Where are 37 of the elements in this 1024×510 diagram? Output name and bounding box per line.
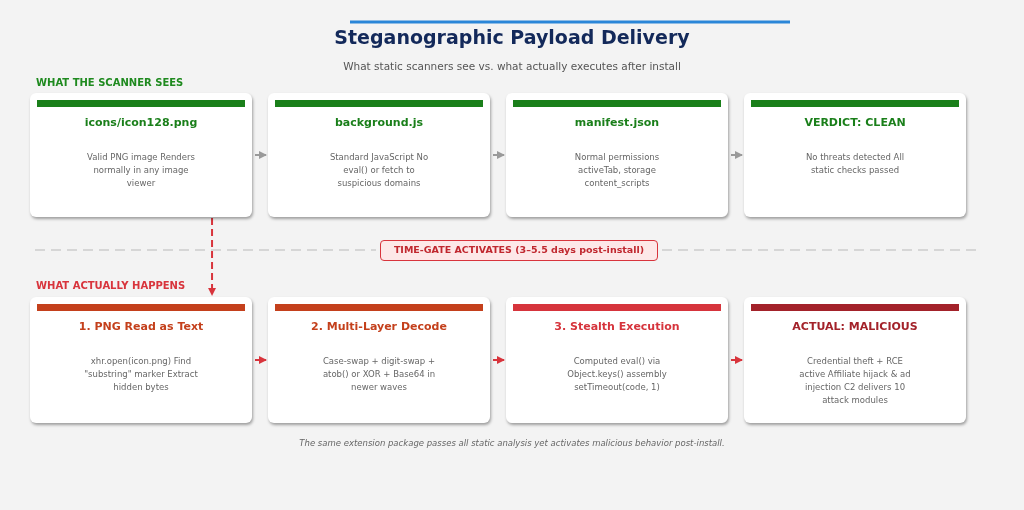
- arrow: [492, 356, 505, 364]
- arrow: [492, 151, 505, 159]
- card-title: icons/icon128.png: [83, 116, 199, 129]
- step-card: [506, 93, 728, 217]
- card-title: 3. Stealth Execution: [553, 320, 681, 333]
- arrow: [208, 217, 217, 296]
- card-title: VERDICT: CLEAN: [803, 116, 907, 129]
- arrow: [730, 151, 743, 159]
- card-description: Case-swap + digit-swap + atob() or XOR + Base64 in newer waves: [321, 355, 437, 394]
- section-heading: WHAT THE SCANNER SEES: [36, 77, 185, 88]
- card-description: Normal permissions activeTab, storage content_scripts: [573, 151, 661, 190]
- subtitle: What static scanners see vs. what actually executes after install: [342, 60, 682, 72]
- step-card: [744, 93, 966, 217]
- arrow: [254, 356, 267, 364]
- card-description: Computed eval() via Object.keys() assembly setTimeout(code, 1): [566, 355, 668, 394]
- card-title: 1. PNG Read as Text: [77, 320, 205, 333]
- step-card: [506, 297, 728, 423]
- step-card: [268, 93, 490, 217]
- diagram-title: Steganographic Payload Delivery: [333, 26, 691, 48]
- section-heading: WHAT ACTUALLY HAPPENS: [36, 280, 187, 291]
- card-title: 2. Multi-Layer Decode: [310, 320, 448, 333]
- card-title: ACTUAL: MALICIOUS: [791, 320, 919, 333]
- card-description: Valid PNG image Renders normally in any image viewer: [86, 151, 196, 190]
- card-description: xhr.open(icon.png) Find "substring" marker Extract hidden bytes: [83, 355, 199, 394]
- step-card: [30, 297, 252, 423]
- card-title: background.js: [334, 116, 424, 129]
- step-card: [268, 297, 490, 423]
- step-card: [744, 297, 966, 423]
- step-card: [30, 93, 252, 217]
- card-title: manifest.json: [573, 116, 661, 129]
- card-description: No threats detected All static checks passed: [804, 151, 906, 177]
- card-description: Standard JavaScript No eval() or fetch to suspicious domains: [328, 151, 430, 190]
- status-badge: TIME-GATE ACTIVATES (3–5.5 days post-install): [380, 240, 658, 261]
- card-description: Credential theft + RCE active Affiliate hijack & ad injection C2 delivers 10 attack modules: [798, 355, 912, 407]
- arrow: [730, 356, 743, 364]
- caption: The same extension package passes all static analysis yet activates malicious behavior post-install.: [298, 438, 726, 448]
- arrow: [254, 151, 267, 159]
